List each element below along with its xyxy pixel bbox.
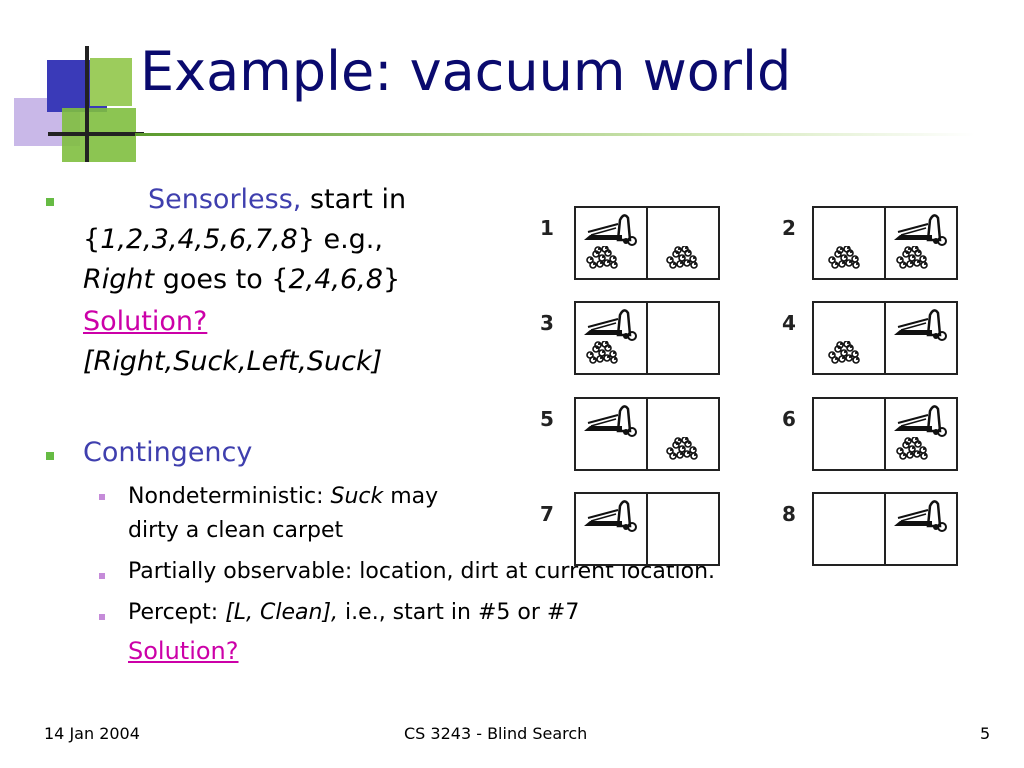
state-cell-right xyxy=(884,206,958,280)
title-underline xyxy=(135,133,975,136)
dirt-icon xyxy=(586,246,618,269)
state-cell-left xyxy=(812,492,886,566)
solution-answer-1: [Right,Suck,Left,Suck] xyxy=(83,344,382,380)
state-cell-left xyxy=(574,397,648,471)
solution-link-1[interactable]: Solution? xyxy=(83,306,208,337)
bullet-1-line-1: Sensorless, start in xyxy=(148,182,406,218)
state-cell-left xyxy=(812,206,886,280)
percept-label: Percept: xyxy=(128,600,226,625)
brace-open: { xyxy=(83,224,101,255)
bullet-1-line-2: {1,2,3,4,5,6,7,8} e.g., xyxy=(83,222,383,258)
bullet-marker xyxy=(46,452,54,460)
decor-square-green xyxy=(90,58,132,106)
state-cell-left xyxy=(574,492,648,566)
decor-vertical-line xyxy=(85,46,89,162)
start-states-text: i.e., start in #5 or #7 xyxy=(338,600,580,625)
state-cell-right xyxy=(884,492,958,566)
dirt-icon xyxy=(896,246,928,269)
action-sequence: [Right,Suck,Left,Suck] xyxy=(83,346,383,377)
sub-bullet-3: Percept: [L, Clean], i.e., start in #5 o… xyxy=(128,598,579,628)
sub-bullet-1-line-1: Nondeterministic: Suck may xyxy=(128,482,438,512)
footer-page-number: 5 xyxy=(980,724,991,743)
dirt-icon xyxy=(896,437,928,460)
state-cell-left xyxy=(812,397,886,471)
bullet-marker xyxy=(46,198,54,206)
state-number: 2 xyxy=(782,216,796,240)
state-number: 7 xyxy=(540,502,554,526)
vacuum-icon xyxy=(894,405,947,437)
percept-value: [L, Clean], xyxy=(225,600,339,625)
dirt-icon xyxy=(586,341,618,364)
brace-close: } xyxy=(382,264,401,295)
vacuum-icon xyxy=(584,309,637,341)
state-cell-right xyxy=(884,301,958,375)
state-number: 8 xyxy=(782,502,796,526)
bullet-1-line-3: Right goes to {2,4,6,8} xyxy=(83,262,400,298)
goes-to-text: goes to { xyxy=(154,264,289,295)
eg-text: } e.g., xyxy=(297,224,383,255)
state-cell-left xyxy=(574,301,648,375)
state-number: 5 xyxy=(540,407,554,431)
dirt-icon xyxy=(828,246,860,269)
state-set-even: 2,4,6,8 xyxy=(288,264,383,295)
nondeterministic-label: Nondeterministic: xyxy=(128,484,331,509)
dirt-icon xyxy=(666,246,698,269)
state-cell-left xyxy=(812,301,886,375)
solution-link-2[interactable]: Solution? xyxy=(128,637,239,665)
start-in-text: start in xyxy=(301,184,407,215)
sub-bullet-marker xyxy=(99,614,105,620)
state-number: 4 xyxy=(782,311,796,335)
vacuum-icon xyxy=(584,500,637,532)
vacuum-icon xyxy=(894,214,947,246)
sub-bullet-marker xyxy=(99,494,105,500)
state-cell-right xyxy=(646,492,720,566)
may-text: may xyxy=(383,484,439,509)
state-cell-right xyxy=(646,206,720,280)
sub-bullet-1-line-2: dirty a clean carpet xyxy=(128,518,344,543)
slide-title: Example: vacuum world xyxy=(140,40,792,103)
state-cell-right xyxy=(884,397,958,471)
contingency-heading: Contingency xyxy=(83,437,253,468)
sensorless-label: Sensorless, xyxy=(148,184,302,215)
right-action: Right xyxy=(83,264,155,295)
vacuum-icon xyxy=(584,214,637,246)
footer-course: CS 3243 - Blind Search xyxy=(404,724,588,743)
suck-action: Suck xyxy=(330,484,384,509)
dirt-icon xyxy=(828,341,860,364)
sub-bullet-marker xyxy=(99,573,105,579)
vacuum-icon xyxy=(894,309,947,341)
state-number: 3 xyxy=(540,311,554,335)
state-number: 1 xyxy=(540,216,554,240)
state-number: 6 xyxy=(782,407,796,431)
state-cell-left xyxy=(574,206,648,280)
vacuum-icon xyxy=(584,405,637,437)
state-cell-right xyxy=(646,301,720,375)
vacuum-icon xyxy=(894,500,947,532)
state-cell-right xyxy=(646,397,720,471)
decor-horizontal-line xyxy=(48,132,144,136)
dirt-icon xyxy=(666,437,698,460)
state-set-all: 1,2,3,4,5,6,7,8 xyxy=(100,224,298,255)
footer-date: 14 Jan 2004 xyxy=(44,724,140,743)
